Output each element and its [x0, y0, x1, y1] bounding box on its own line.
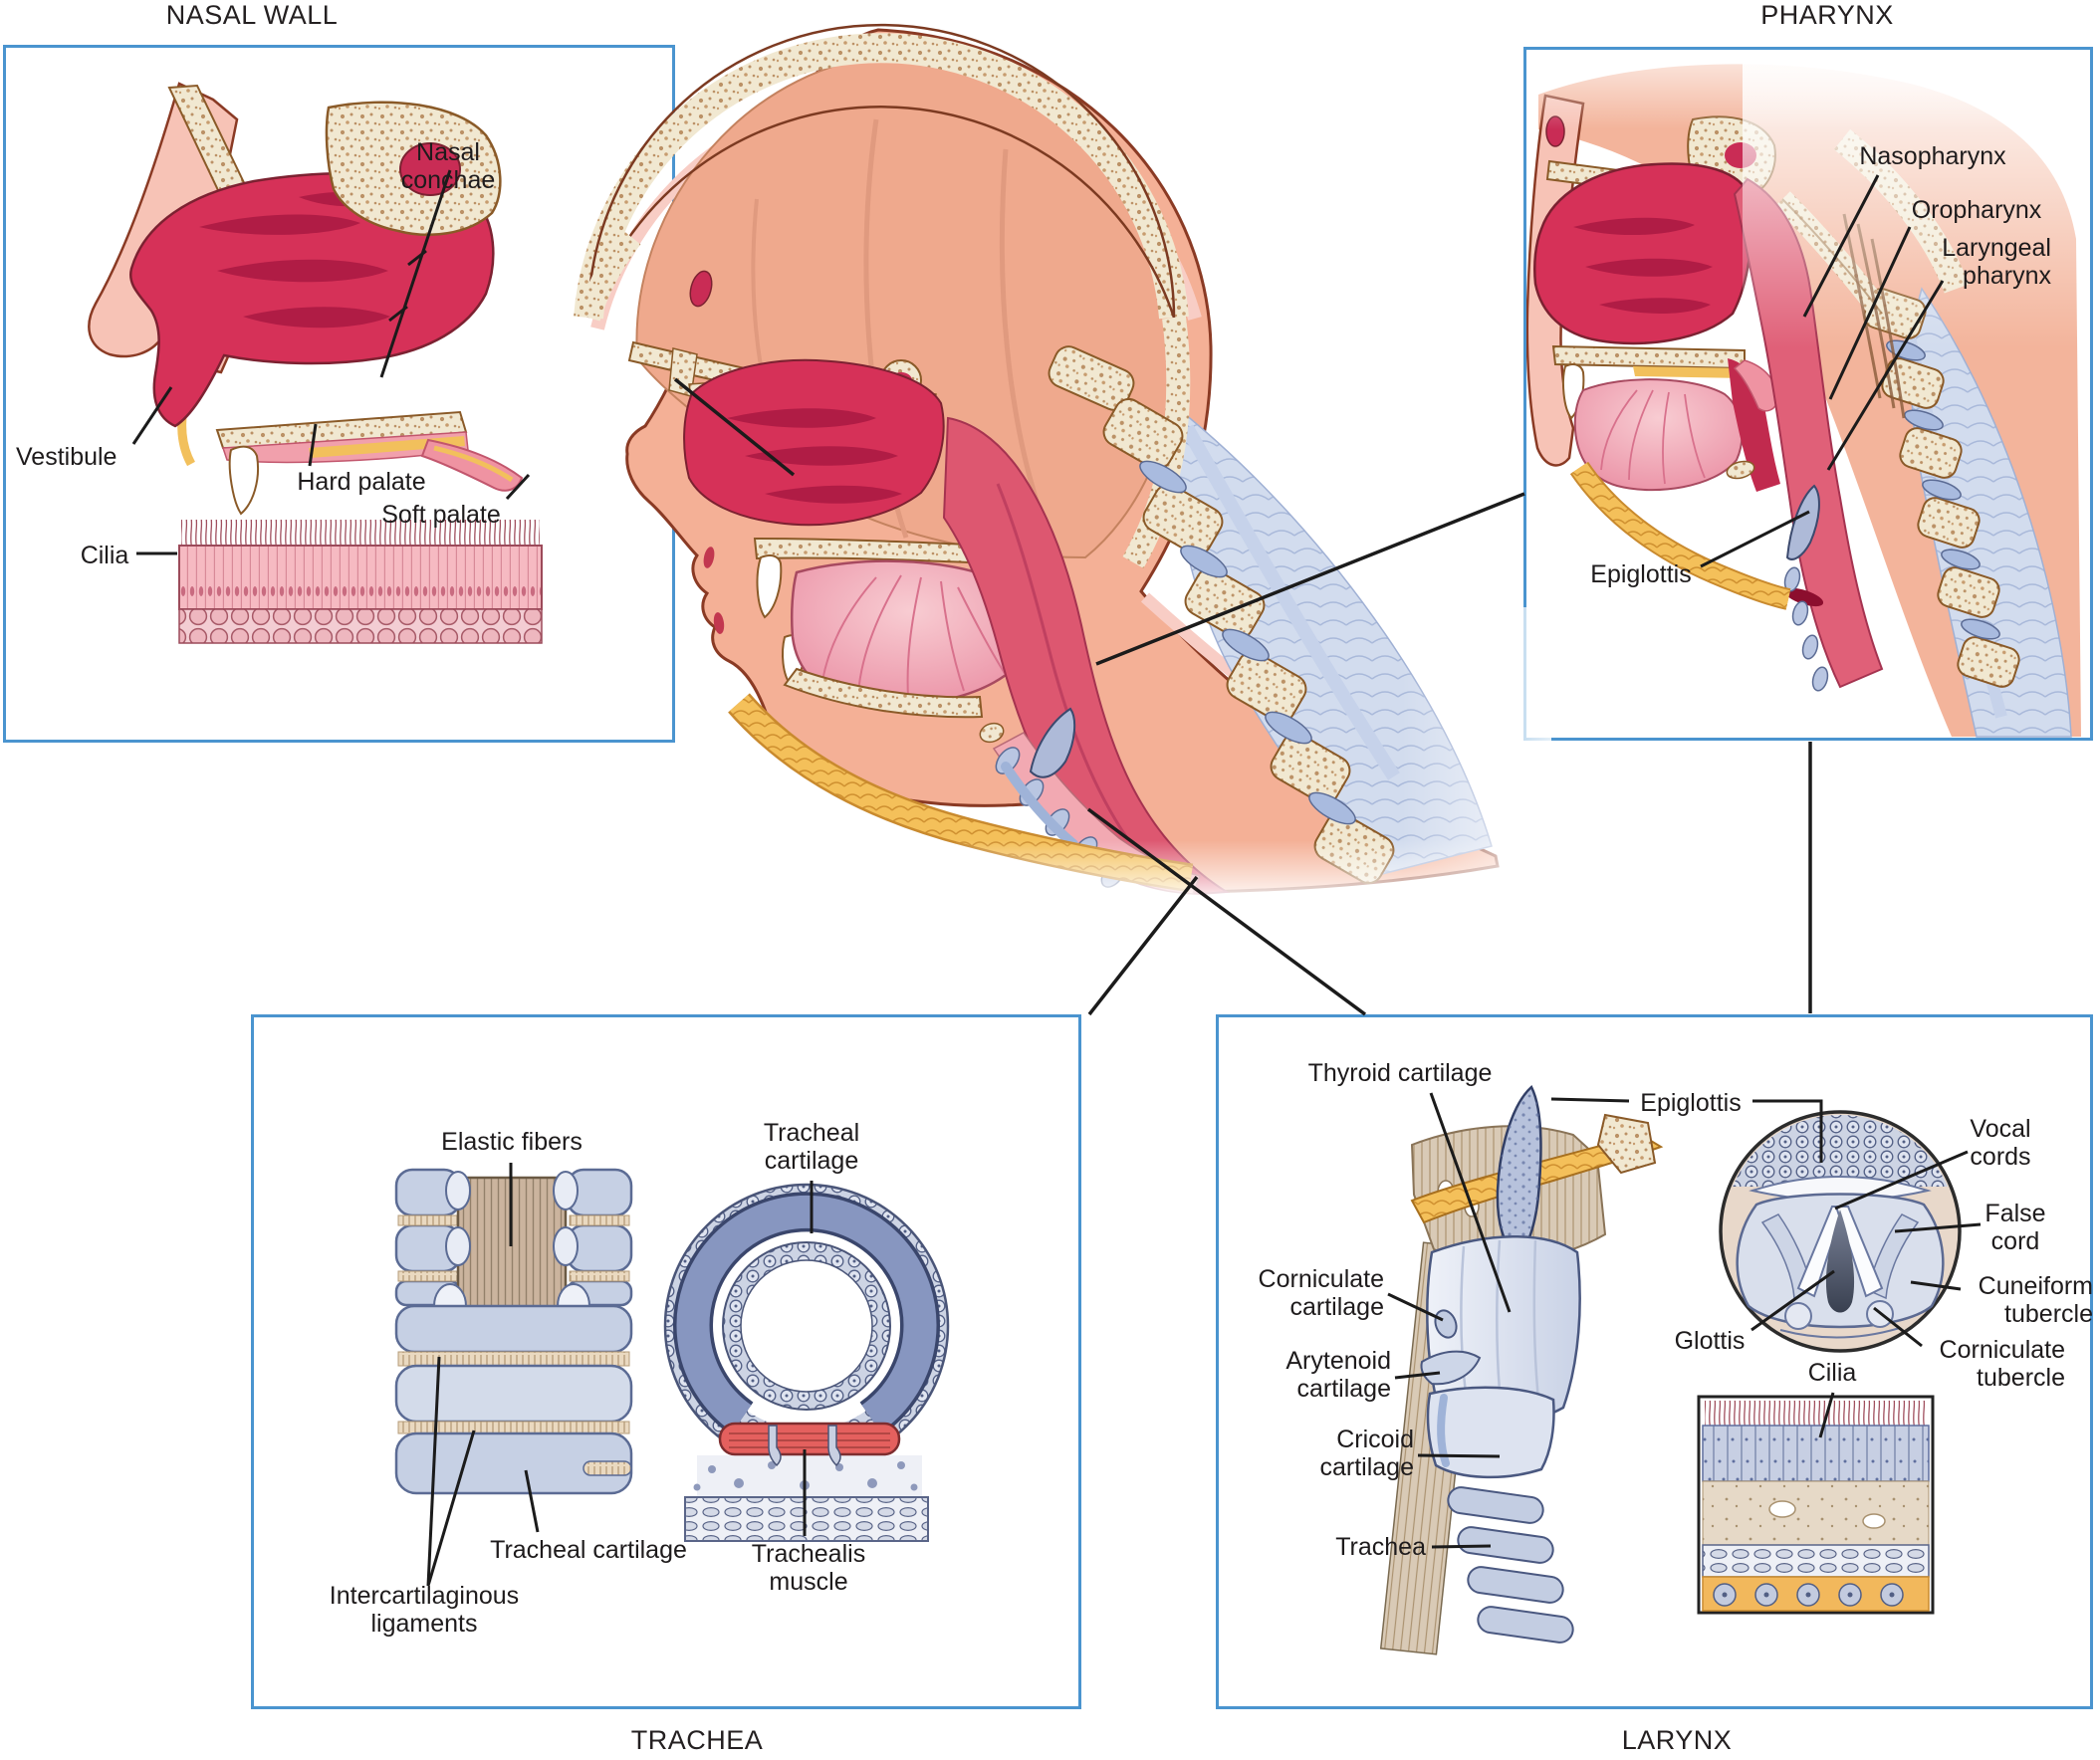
trachea-cross-section-illustration [663, 1183, 950, 1542]
label-soft-palate: Soft palate [381, 501, 501, 529]
cilia-illustration-nasal [178, 520, 543, 644]
label-trachea-larynx: Trachea [1335, 1533, 1426, 1561]
label-oropharynx: Oropharynx [1911, 196, 2042, 224]
leader-lines [131, 169, 1982, 1587]
label-trachealis-muscle: Trachealis muscle [751, 1540, 866, 1596]
label-elastic-fibers: Elastic fibers [441, 1128, 583, 1156]
label-hard-palate: Hard palate [297, 468, 426, 496]
label-arytenoid-cartilage: Arytenoid cartilage [1285, 1347, 1391, 1403]
trachea-frontal-illustration [394, 1168, 633, 1495]
larynx-panel [1216, 1014, 2093, 1709]
label-epiglottis-larynx: Epiglottis [1640, 1089, 1742, 1117]
label-cuneiform-tubercle: Cuneiform tubercle [1978, 1272, 2093, 1328]
glottis-superior-view [1719, 1110, 1962, 1353]
connector-lines [673, 377, 1812, 1016]
pharynx-illustration [1526, 50, 2090, 738]
central-head-illustration [574, 23, 1553, 904]
label-thyroid-cartilage: Thyroid cartilage [1307, 1059, 1493, 1087]
nasal-wall-title: NASAL WALL [165, 0, 339, 30]
label-intercartilaginous-ligaments: Intercartilaginous ligaments [329, 1582, 520, 1638]
label-cilia-nasal: Cilia [80, 542, 129, 569]
label-corniculate-cartilage: Corniculate cartilage [1258, 1265, 1384, 1321]
pharynx-title: PHARYNX [1760, 0, 1894, 30]
label-vocal-cords: Vocal cords [1970, 1115, 2031, 1171]
label-corniculate-tubercle: Corniculate tubercle [1939, 1336, 2065, 1392]
label-epiglottis-pharynx: Epiglottis [1590, 560, 1692, 588]
label-tracheal-cartilage-ring: Tracheal cartilage [763, 1119, 860, 1175]
label-cilia-larynx: Cilia [1807, 1359, 1857, 1387]
nasal-wall-illustration [88, 82, 543, 644]
label-false-cord: False cord [1984, 1200, 2046, 1255]
cilia-inset-larynx [1697, 1395, 1935, 1615]
larynx-illustration [1379, 1084, 1664, 1655]
label-cricoid-cartilage: Cricoid cartilage [1319, 1426, 1415, 1481]
label-nasopharynx: Nasopharynx [1859, 142, 2006, 170]
label-vestibule: Vestibule [16, 443, 117, 471]
larynx-title: LARYNX [1621, 1725, 1733, 1755]
trachea-title: TRACHEA [630, 1725, 764, 1755]
label-nasal-conchae: Nasal conchae [400, 138, 496, 194]
label-tracheal-cartilage: Tracheal cartilage [490, 1536, 687, 1564]
label-laryngeal-pharynx: Laryngeal pharynx [1942, 234, 2051, 290]
label-glottis: Glottis [1674, 1327, 1746, 1355]
